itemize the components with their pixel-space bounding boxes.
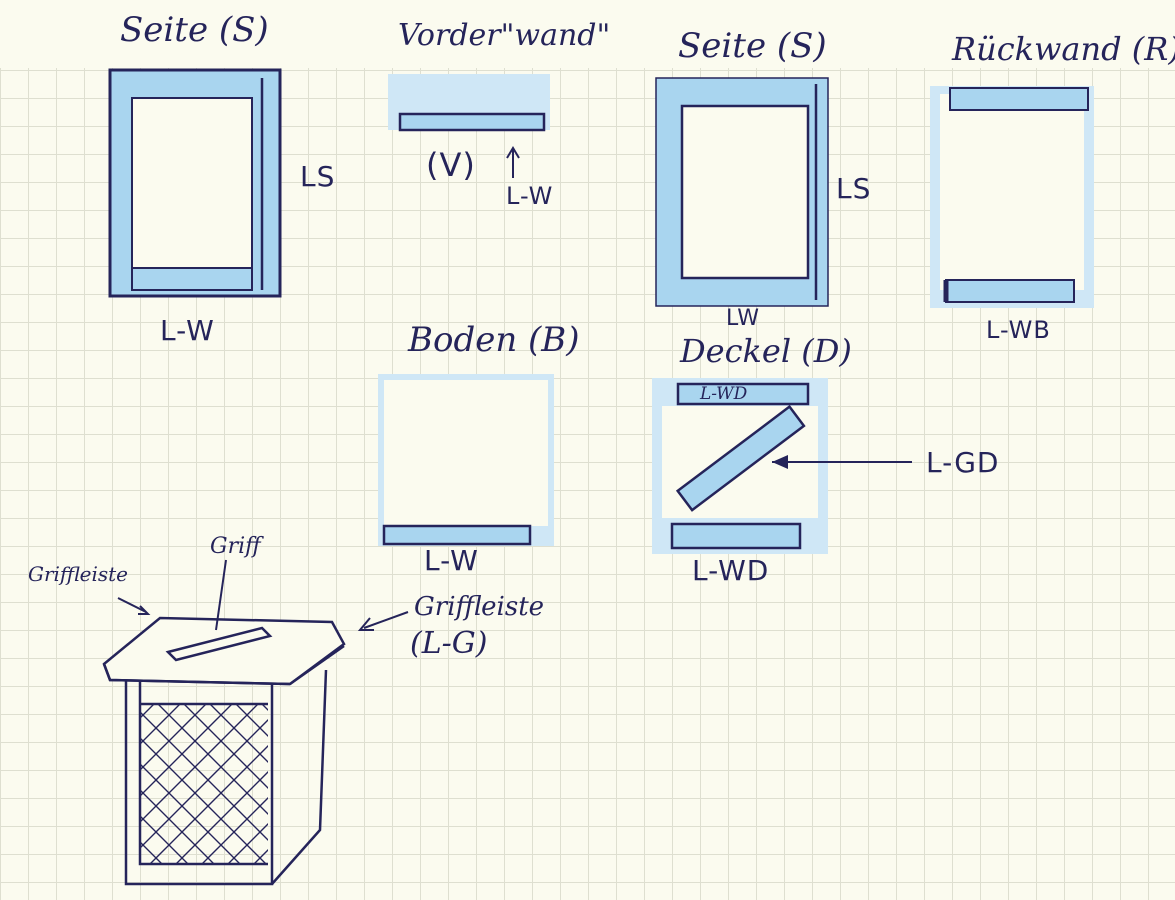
deckel-bottom-label: L-WD: [692, 554, 770, 587]
seite-right-ls-label: LS: [836, 172, 872, 205]
rueckwand-bottom-label: L-WB: [986, 316, 1051, 344]
seite-left-ls-label: LS: [300, 160, 336, 193]
box-sketch: [102, 559, 409, 886]
panel-deckel: [652, 378, 912, 554]
panel-vorderwand: [388, 74, 550, 178]
griff-label: Griff: [210, 534, 261, 559]
seite-left-bottom-label: L-W: [160, 314, 215, 347]
boden-bottom-label: L-W: [424, 544, 479, 577]
vorderwand-dim-label: L-W: [506, 182, 554, 210]
deckel-diag-label: L-GD: [926, 446, 1000, 479]
panel-seite-left: [108, 68, 282, 298]
rueckwand-title: Rückwand (R): [952, 30, 1175, 68]
seite-right-title: Seite (S): [678, 26, 827, 66]
boden-title: Boden (B): [408, 320, 580, 360]
griffleiste-code-label: (L-G): [410, 626, 488, 661]
deckel-top-bar-label: L-WD: [700, 384, 748, 404]
panel-boden: [378, 374, 554, 546]
vorderwand-title: Vorder"wand": [398, 18, 611, 53]
griffleiste-right-label: Griffleiste: [414, 592, 545, 622]
panel-seite-right: [655, 77, 829, 307]
seite-right-bottom-label: LW: [726, 306, 760, 331]
panel-rueckwand: [930, 86, 1094, 308]
vorderwand-part-label: (V): [426, 146, 476, 184]
deckel-title: Deckel (D): [680, 332, 852, 370]
seite-left-title: Seite (S): [120, 10, 269, 50]
griffleiste-left-label: Griffleiste: [28, 562, 129, 586]
paper-top-margin: [0, 0, 1175, 68]
